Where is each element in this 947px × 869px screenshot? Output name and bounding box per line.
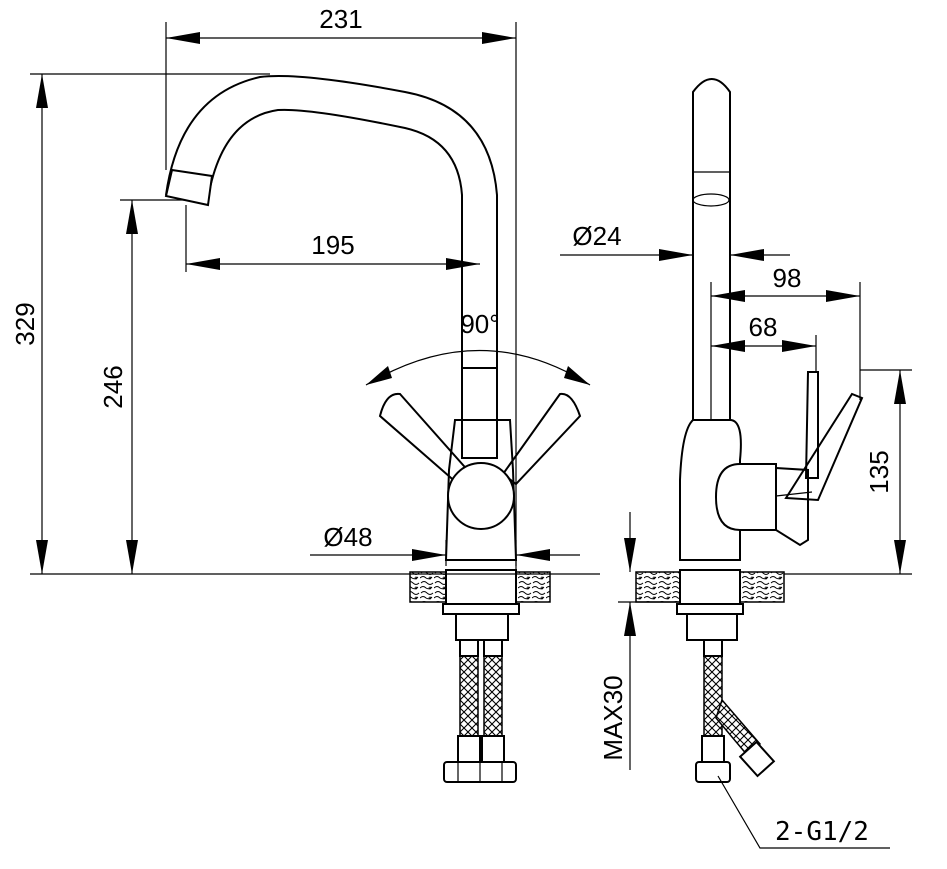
side-countertop-right [739,571,785,603]
front-dimensions: 231 329 246 195 90° Ø48 [10,4,600,575]
dim-195: 195 [311,230,354,260]
front-spout-collar [461,367,498,459]
front-aerator [164,168,214,207]
side-washer [676,603,744,615]
dim-135: 135 [864,450,894,493]
side-view [635,78,864,783]
side-hose-nut [695,761,731,783]
front-view [164,75,591,783]
side-lever-down [775,466,809,547]
side-cartridge [714,463,777,531]
dim-90-degrees: 90° [460,309,499,339]
dim-246: 246 [98,365,128,408]
thread-note: 2-G1/2 [775,817,869,847]
dim-98: 98 [773,263,802,293]
side-spout [692,78,731,420]
side-hose-angled-nut [738,740,776,778]
front-countertop-left [409,571,447,603]
side-aerator-ring [692,193,730,207]
rotation-arc [365,349,591,386]
dim-329: 329 [10,302,40,345]
side-dimensions: Ø24 98 68 135 MAX30 2-G1/2 [560,221,912,849]
side-lever-up [804,371,819,479]
front-washer [442,603,520,615]
dim-max30: MAX30 [598,675,628,760]
front-knob [447,462,515,530]
dim-diameter-48: Ø48 [323,522,372,552]
front-spout-outer [165,75,498,368]
front-base-plate [445,569,517,605]
dim-68: 68 [749,312,778,342]
front-countertop-right [515,571,551,603]
thread-leader [717,775,890,849]
dim-diameter-24: Ø24 [572,221,621,251]
side-lever-open [784,392,864,502]
front-nut [455,613,509,641]
side-countertop-left [635,571,681,603]
side-nut [686,613,738,641]
front-handle-left [378,392,473,486]
front-handle-right [501,392,582,486]
dim-231: 231 [319,4,362,34]
front-spout-inner [207,108,463,368]
side-body [679,419,742,561]
side-base-plate [679,569,741,605]
